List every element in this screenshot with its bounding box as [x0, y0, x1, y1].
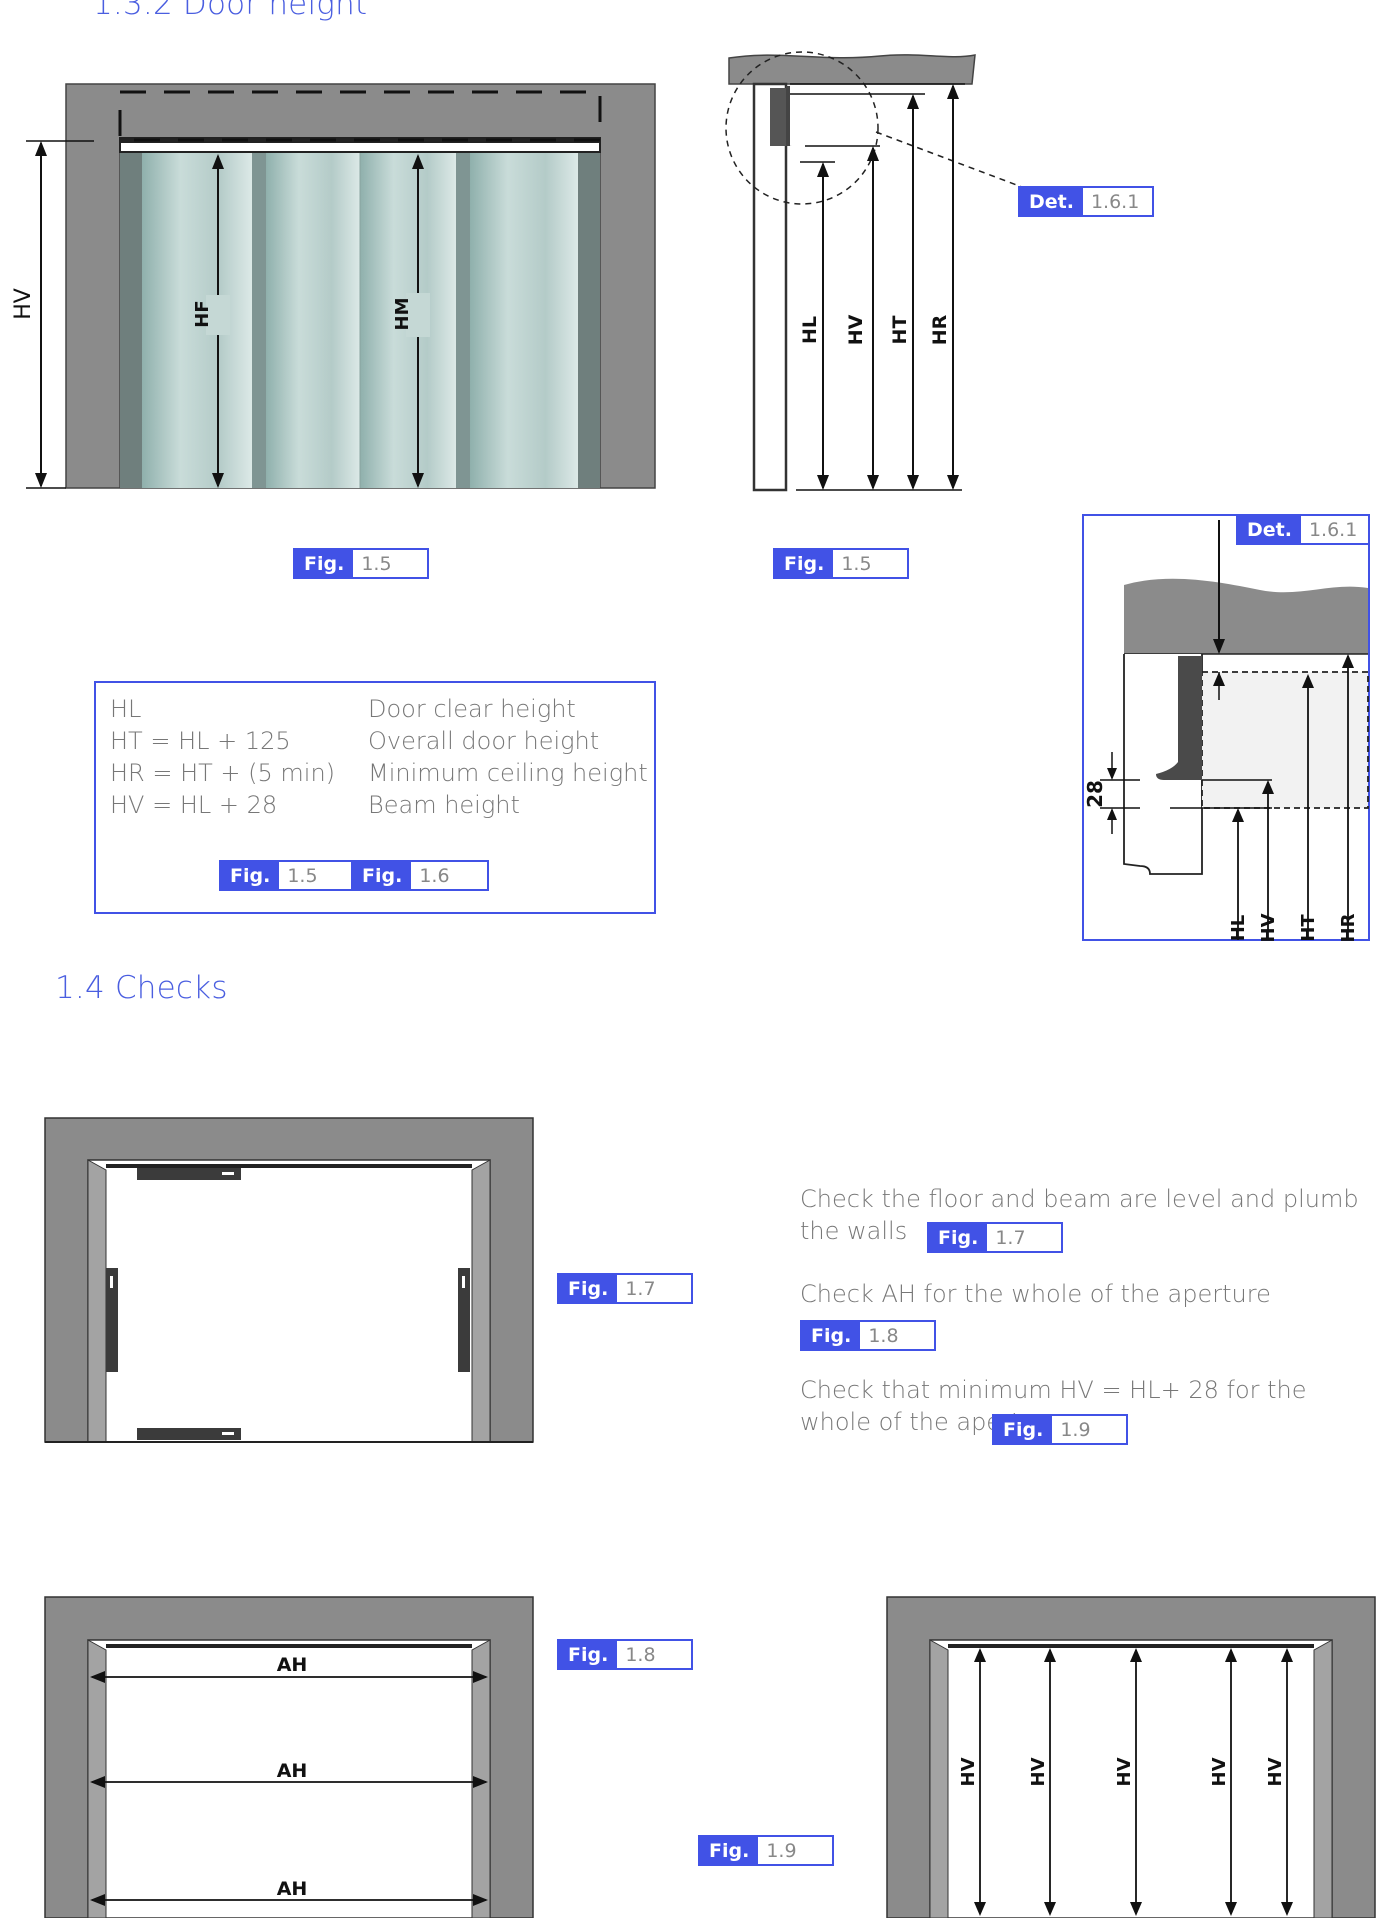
fig-tag-value: 1.6	[419, 864, 450, 887]
fig-tag-value: 1.5	[841, 552, 872, 575]
aperture-level-figure	[44, 1117, 534, 1443]
legend-meaning: Overall door height	[368, 727, 600, 755]
legend-formula: HL	[110, 695, 142, 723]
side-hr-label: HR	[929, 314, 951, 345]
detail-beam-figure: 28 HL HV HT HR	[1083, 520, 1369, 943]
side-hl-label: HL	[799, 316, 821, 344]
legend-formulas: HL HT = HL + 125 HR = HT + (5 min) HV = …	[110, 693, 335, 821]
side-ht-label: HT	[889, 316, 911, 345]
fig-tag-1-7-text[interactable]: Fig. 1.7	[927, 1222, 1063, 1253]
det-tag-key: Det.	[1238, 516, 1301, 543]
ah-label-top: AH	[277, 1654, 308, 1676]
fig-tag-value: 1.8	[625, 1643, 656, 1666]
fig-tag-key: Fig.	[929, 1224, 988, 1251]
fig-tag-1-5-front[interactable]: Fig. 1.5	[293, 548, 429, 579]
fig-tag-value: 1.5	[287, 864, 318, 887]
detail-hr-label: HR	[1338, 913, 1359, 942]
det-tag-key: Det.	[1020, 188, 1083, 215]
detail-frame	[1082, 514, 1370, 941]
legend-formula: HR = HT + (5 min)	[110, 759, 336, 787]
hm-label: HM	[392, 298, 413, 331]
detail-ht-label: HT	[1298, 914, 1319, 942]
legend-formula: HV = HL + 28	[110, 791, 278, 819]
fig-tag-key: Fig.	[353, 862, 412, 889]
fig-tag-1-5-side[interactable]: Fig. 1.5	[773, 548, 909, 579]
fig-tag-value: 1.9	[766, 1839, 797, 1862]
side-hv-label: HV	[845, 314, 867, 345]
fig-tag-key: Fig.	[221, 862, 280, 889]
fig-tag-key: Fig.	[994, 1416, 1053, 1443]
fig-tag-value: 1.7	[995, 1226, 1026, 1249]
check-text-level: Check the floor and beam are level and p…	[800, 1185, 1359, 1245]
fig-tag-1-8-side[interactable]: Fig. 1.8	[557, 1639, 693, 1670]
check-text-ah: Check AH for the whole of the aperture	[800, 1280, 1271, 1308]
detail-hl-label: HL	[1228, 915, 1249, 942]
fig-tag-1-7-side[interactable]: Fig. 1.7	[557, 1273, 693, 1304]
section-title-checks: 1.4 Checks	[55, 970, 228, 1006]
detail-hv-label: HV	[1258, 913, 1279, 942]
fig-tag-key: Fig.	[700, 1837, 759, 1864]
hv-label-3: HV	[1114, 1757, 1135, 1786]
hf-label: HF	[192, 300, 213, 327]
legend-meaning: Minimum ceiling height	[368, 759, 648, 787]
hv-label-2: HV	[1028, 1757, 1049, 1786]
fig-tag-1-8-text[interactable]: Fig. 1.8	[800, 1320, 936, 1351]
fig-tag-key: Fig.	[559, 1275, 618, 1302]
legend-meaning: Door clear height	[368, 695, 576, 723]
det-tag-side[interactable]: Det. 1.6.1	[1018, 186, 1154, 217]
fig-tag-value: 1.7	[625, 1277, 656, 1300]
door-front-figure: HV HF HM	[11, 83, 656, 489]
fig-tag-key: Fig.	[559, 1641, 618, 1668]
legend-meanings: Door clear height Overall door height Mi…	[368, 693, 648, 821]
legend-fig-tag-1-5[interactable]: Fig. 1.5	[219, 860, 353, 891]
hv-label: HV	[11, 288, 36, 320]
ah-label-mid: AH	[277, 1760, 308, 1782]
ah-label-bottom: AH	[277, 1878, 308, 1900]
section-title-door-height: 1.3.2 Door height	[93, 0, 368, 22]
dimension-legend-box: HL HT = HL + 125 HR = HT + (5 min) HV = …	[94, 681, 656, 914]
det-tag-detail[interactable]: Det. 1.6.1	[1236, 514, 1370, 545]
fig-tag-value: 1.8	[868, 1324, 899, 1347]
fig-tag-key: Fig.	[295, 550, 354, 577]
legend-fig-tag-1-6[interactable]: Fig. 1.6	[351, 860, 489, 891]
det-tag-value: 1.6.1	[1308, 518, 1358, 541]
fig-tag-key: Fig.	[775, 550, 834, 577]
fig-tag-1-9-side[interactable]: Fig. 1.9	[698, 1835, 834, 1866]
aperture-ah-figure: AH AH AH	[44, 1596, 534, 1918]
fig-tag-1-9-text[interactable]: Fig. 1.9	[992, 1414, 1128, 1445]
legend-formula: HT = HL + 125	[110, 727, 291, 755]
legend-meaning: Beam height	[368, 791, 520, 819]
fig-tag-value: 1.9	[1060, 1418, 1091, 1441]
fig-tag-value: 1.5	[361, 552, 392, 575]
door-side-section-figure: HL HV HT HR	[725, 51, 1031, 492]
hv-label-1: HV	[958, 1757, 979, 1786]
hv-label-4: HV	[1209, 1757, 1230, 1786]
hv-label-5: HV	[1265, 1757, 1286, 1786]
detail-28-label: 28	[1083, 780, 1107, 808]
fig-tag-key: Fig.	[802, 1322, 861, 1349]
det-tag-value: 1.6.1	[1090, 190, 1140, 213]
